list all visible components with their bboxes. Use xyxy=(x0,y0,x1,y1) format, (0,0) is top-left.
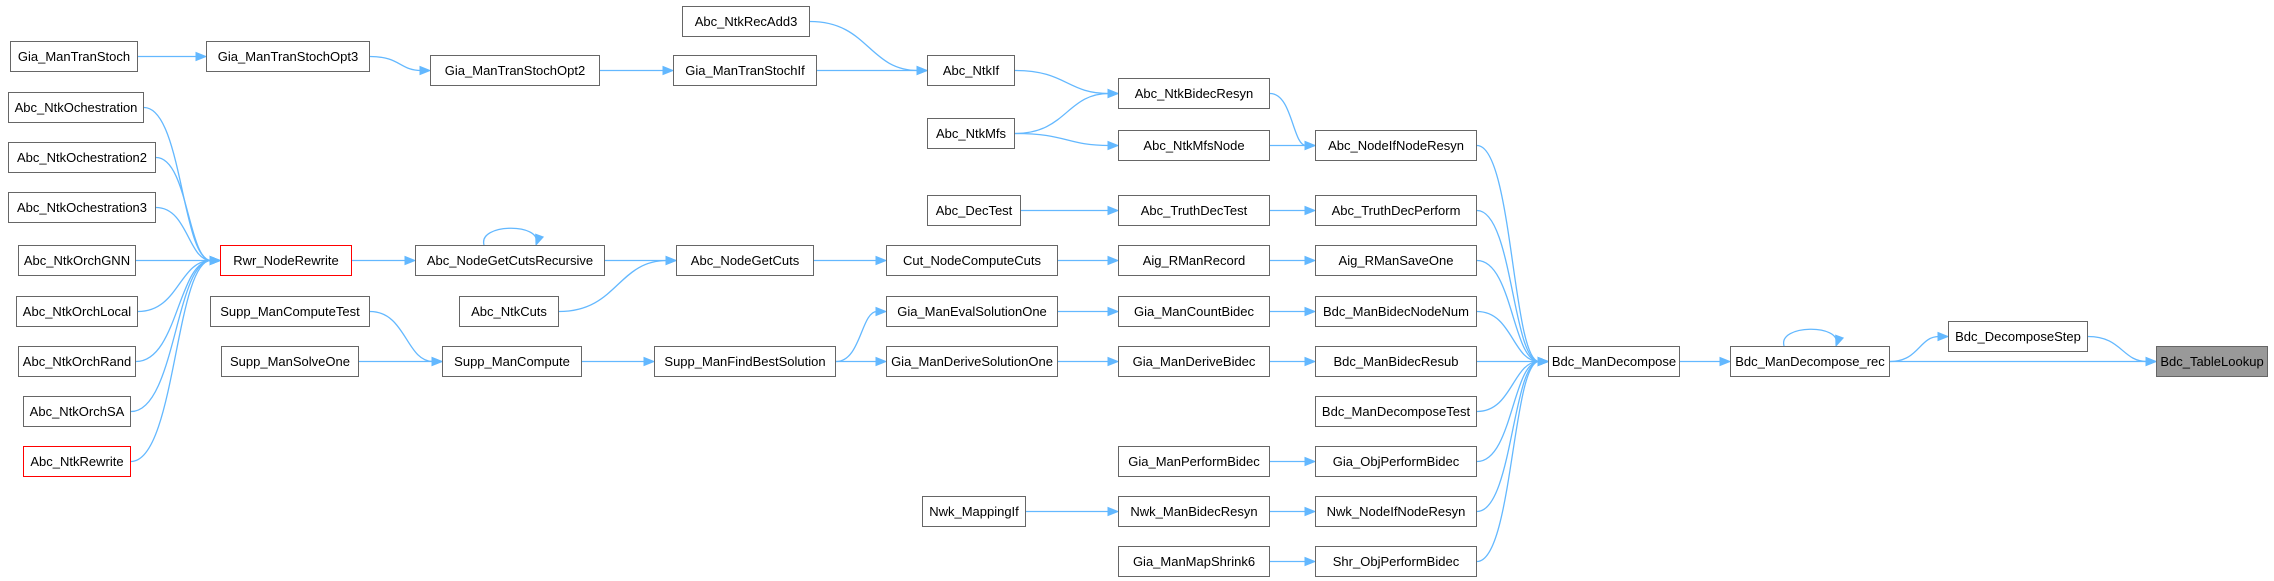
node-bdc-mandecompose-rec[interactable]: Bdc_ManDecompose_rec xyxy=(1730,346,1890,377)
edge-bdc-mandecomposetest-to-bdc-mandecompose xyxy=(1476,356,1550,413)
node-nwk-mappingif[interactable]: Nwk_MappingIf xyxy=(922,496,1026,527)
node-aig-rmanrecord[interactable]: Aig_RManRecord xyxy=(1118,245,1270,276)
node-cut-nodecomputecuts[interactable]: Cut_NodeComputeCuts xyxy=(886,245,1058,276)
node-abc-truthdecperform[interactable]: Abc_TruthDecPerform xyxy=(1315,195,1477,226)
edge-abc-dectest-to-abc-truthdectest xyxy=(1020,205,1120,216)
node-abc-nodegetcutsrecursive[interactable]: Abc_NodeGetCutsRecursive xyxy=(415,245,605,276)
edge-abc-truthdecperform-to-bdc-mandecompose xyxy=(1476,209,1550,367)
edge-supp-manfindbestsolution-to-gia-manderivesolutionone xyxy=(836,356,888,367)
edge-abc-ntkmfs-to-abc-ntkmfsnode xyxy=(1014,132,1120,151)
edge-gia-manperformbidec-to-gia-objperformbidec xyxy=(1269,456,1317,467)
node-abc-ntkorchsa[interactable]: Abc_NtkOrchSA xyxy=(23,396,131,427)
edge-abc-truthdectest-to-abc-truthdecperform xyxy=(1269,205,1317,216)
edge-cut-nodecomputecuts-to-aig-rmanrecord xyxy=(1057,255,1120,266)
node-abc-dectest[interactable]: Abc_DecTest xyxy=(927,195,1021,226)
node-abc-ntkochestration3[interactable]: Abc_NtkOchestration3 xyxy=(8,192,156,223)
node-gia-manevalsolutionone[interactable]: Gia_ManEvalSolutionOne xyxy=(886,296,1058,327)
edge-abc-ntkochestration2-to-rwr-noderewrite xyxy=(155,156,222,266)
edge-abc-ntkcuts-to-abc-nodegetcuts xyxy=(558,255,678,313)
node-abc-ntkbidecresyn[interactable]: Abc_NtkBidecResyn xyxy=(1118,78,1270,109)
node-bdc-decomposestep[interactable]: Bdc_DecomposeStep xyxy=(1948,321,2088,352)
node-abc-nodeifnoderesyn[interactable]: Abc_NodeIfNodeResyn xyxy=(1315,130,1477,161)
node-gia-manperformbidec[interactable]: Gia_ManPerformBidec xyxy=(1118,446,1270,477)
edge-rwr-noderewrite-to-abc-nodegetcutsrecursive xyxy=(351,255,417,266)
node-gia-mantranstoch[interactable]: Gia_ManTranStoch xyxy=(10,41,138,72)
node-supp-mansolveone[interactable]: Supp_ManSolveOne xyxy=(221,346,359,377)
node-abc-ntkmfsnode[interactable]: Abc_NtkMfsNode xyxy=(1118,130,1270,161)
edge-gia-manderivesolutionone-to-gia-manderivebidec xyxy=(1058,356,1120,367)
node-gia-manderivesolutionone[interactable]: Gia_ManDeriveSolutionOne xyxy=(886,346,1058,377)
node-abc-ntkorchlocal[interactable]: Abc_NtkOrchLocal xyxy=(16,296,138,327)
node-abc-nodegetcuts[interactable]: Abc_NodeGetCuts xyxy=(676,245,814,276)
edge-gia-mantranstoch-to-gia-mantranstochopt3 xyxy=(138,51,208,62)
edge-bdc-mandecompose-rec-to-bdc-mandecompose-rec xyxy=(1783,328,1845,348)
edge-gia-mancountbidec-to-bdc-manbidecnodenum xyxy=(1269,306,1317,317)
node-nwk-manbidecresyn[interactable]: Nwk_ManBidecResyn xyxy=(1118,496,1270,527)
node-shr-objperformbidec[interactable]: Shr_ObjPerformBidec xyxy=(1315,546,1477,577)
edge-bdc-manbidecnodenum-to-bdc-mandecompose xyxy=(1476,310,1550,367)
edge-shr-objperformbidec-to-bdc-mandecompose xyxy=(1476,356,1550,563)
node-bdc-manbidecresub[interactable]: Bdc_ManBidecResub xyxy=(1315,346,1477,377)
node-abc-ntkcuts[interactable]: Abc_NtkCuts xyxy=(459,296,559,327)
edge-supp-mancomputetest-to-supp-mancompute xyxy=(369,310,444,367)
edge-gia-manevalsolutionone-to-gia-mancountbidec xyxy=(1057,306,1120,317)
node-rwr-noderewrite[interactable]: Rwr_NodeRewrite xyxy=(220,245,352,276)
edge-gia-manmapshrink6-to-shr-objperformbidec xyxy=(1269,556,1317,567)
edge-supp-manfindbestsolution-to-gia-manevalsolutionone xyxy=(835,306,888,363)
node-gia-manmapshrink6[interactable]: Gia_ManMapShrink6 xyxy=(1118,546,1270,577)
edge-abc-ntkmfs-to-abc-ntkbidecresyn xyxy=(1014,88,1120,135)
node-abc-ntkorchgnn[interactable]: Abc_NtkOrchGNN xyxy=(18,245,136,276)
node-abc-ntkorchrand[interactable]: Abc_NtkOrchRand xyxy=(18,346,136,377)
node-bdc-mandecomposetest[interactable]: Bdc_ManDecomposeTest xyxy=(1315,396,1477,427)
node-supp-manfindbestsolution[interactable]: Supp_ManFindBestSolution xyxy=(654,346,836,377)
node-gia-objperformbidec[interactable]: Gia_ObjPerformBidec xyxy=(1315,446,1477,477)
edge-bdc-mandecompose-rec-to-bdc-decomposestep xyxy=(1889,331,1950,363)
node-gia-mantranstochopt2[interactable]: Gia_ManTranStochOpt2 xyxy=(430,55,600,86)
node-abc-ntkrecadd3[interactable]: Abc_NtkRecAdd3 xyxy=(682,6,810,37)
edge-nwk-manbidecresyn-to-nwk-nodeifnoderesyn xyxy=(1269,506,1317,517)
edge-abc-ntkorchsa-to-rwr-noderewrite xyxy=(130,255,222,413)
edge-abc-nodeifnoderesyn-to-bdc-mandecompose xyxy=(1476,144,1550,367)
edge-abc-ntkorchlocal-to-rwr-noderewrite xyxy=(137,255,222,313)
node-abc-ntkif[interactable]: Abc_NtkIf xyxy=(927,55,1015,86)
edge-bdc-mandecompose-to-bdc-mandecompose-rec xyxy=(1680,356,1732,367)
node-supp-mancomputetest[interactable]: Supp_ManComputeTest xyxy=(210,296,370,327)
edge-abc-nodegetcutsrecursive-to-abc-nodegetcutsrecursive xyxy=(483,227,545,247)
node-bdc-mandecompose[interactable]: Bdc_ManDecompose xyxy=(1548,346,1680,377)
node-gia-mantranstochopt3[interactable]: Gia_ManTranStochOpt3 xyxy=(206,41,370,72)
node-abc-ntkmfs[interactable]: Abc_NtkMfs xyxy=(927,118,1015,149)
node-abc-ntkochestration[interactable]: Abc_NtkOchestration xyxy=(8,92,144,123)
node-bdc-manbidecnodenum[interactable]: Bdc_ManBidecNodeNum xyxy=(1315,296,1477,327)
edge-abc-ntkrewrite-to-rwr-noderewrite xyxy=(130,255,222,463)
edge-abc-ntkrecadd3-to-abc-ntkif xyxy=(809,20,929,76)
edge-gia-mantranstochif-to-abc-ntkif xyxy=(817,65,929,76)
edge-supp-mansolveone-to-supp-mancompute xyxy=(359,356,444,367)
edge-abc-ntkochestration-to-rwr-noderewrite xyxy=(143,106,222,266)
edge-bdc-mandecompose-rec-to-bdc-tablelookup xyxy=(1890,356,2158,367)
node-abc-ntkrewrite[interactable]: Abc_NtkRewrite xyxy=(23,446,131,477)
edge-gia-mantranstochopt2-to-gia-mantranstochif xyxy=(599,65,675,76)
node-gia-mantranstochif[interactable]: Gia_ManTranStochIf xyxy=(673,55,817,86)
node-bdc-tablelookup[interactable]: Bdc_TableLookup xyxy=(2156,346,2268,377)
node-abc-ntkochestration2[interactable]: Abc_NtkOchestration2 xyxy=(8,142,156,173)
node-gia-manderivebidec[interactable]: Gia_ManDeriveBidec xyxy=(1118,346,1270,377)
node-abc-truthdectest[interactable]: Abc_TruthDecTest xyxy=(1118,195,1270,226)
edge-nwk-nodeifnoderesyn-to-bdc-mandecompose xyxy=(1476,356,1550,513)
node-gia-mancountbidec[interactable]: Gia_ManCountBidec xyxy=(1118,296,1270,327)
edge-supp-mancompute-to-supp-manfindbestsolution xyxy=(582,356,656,367)
edge-gia-mantranstochopt3-to-gia-mantranstochopt2 xyxy=(369,55,432,76)
edge-gia-manderivebidec-to-bdc-manbidecresub xyxy=(1270,356,1317,367)
edge-aig-rmanrecord-to-aig-rmansaveone xyxy=(1269,255,1317,266)
node-supp-mancompute[interactable]: Supp_ManCompute xyxy=(442,346,582,377)
edge-abc-ntkmfsnode-to-abc-nodeifnoderesyn xyxy=(1269,140,1317,151)
edge-abc-nodegetcuts-to-cut-nodecomputecuts xyxy=(813,255,888,266)
node-aig-rmansaveone[interactable]: Aig_RManSaveOne xyxy=(1315,245,1477,276)
edge-nwk-mappingif-to-nwk-manbidecresyn xyxy=(1025,506,1120,517)
node-nwk-nodeifnoderesyn[interactable]: Nwk_NodeIfNodeResyn xyxy=(1315,496,1477,527)
edge-abc-ntkbidecresyn-to-abc-nodeifnoderesyn xyxy=(1269,92,1317,151)
